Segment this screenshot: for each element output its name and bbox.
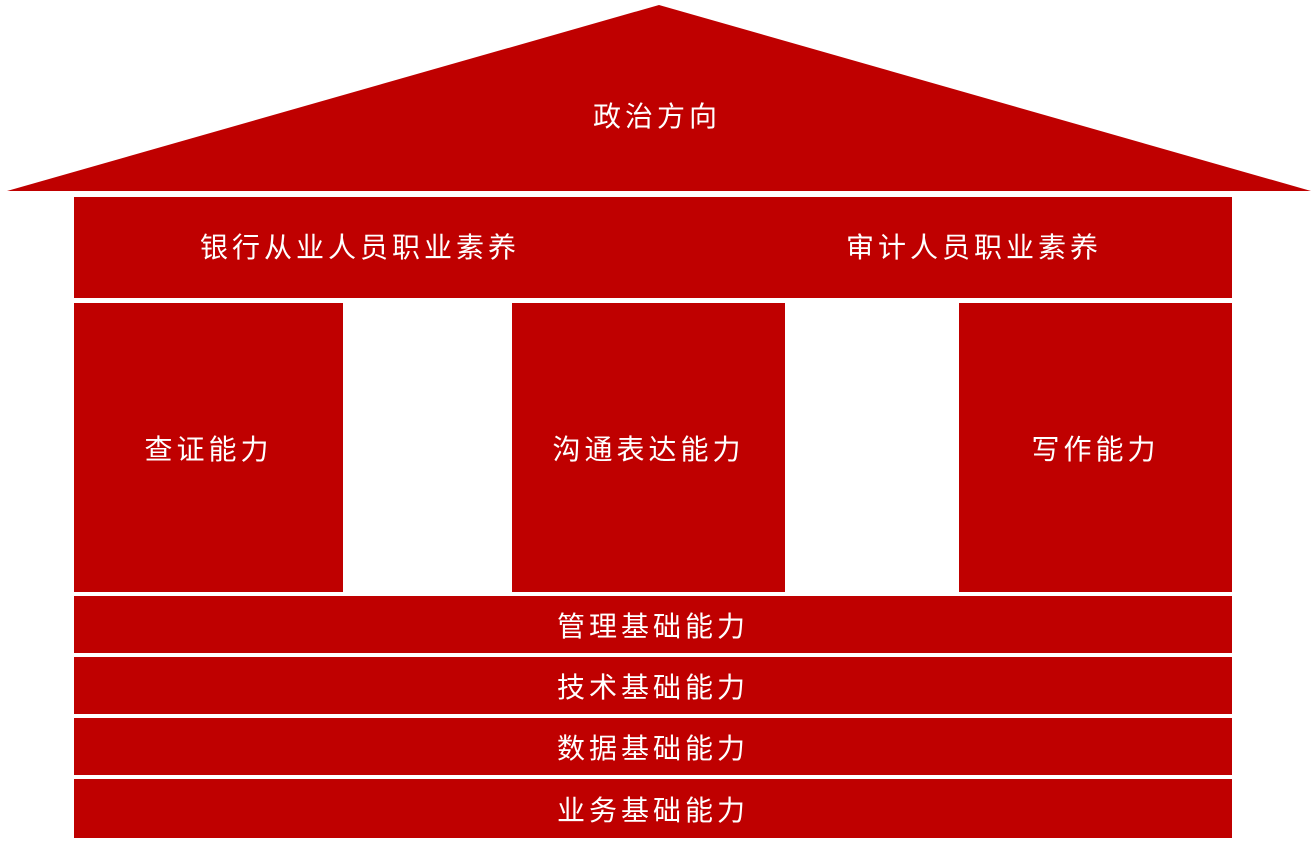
foundation-technology: 技术基础能力 [74, 657, 1232, 714]
pillar-center-label: 沟通表达能力 [552, 432, 745, 466]
pillar-right: 写作能力 [959, 303, 1232, 592]
beam-block: 银行从业人员职业素养 审计人员职业素养 [74, 197, 1232, 298]
foundation-data-label: 数据基础能力 [556, 731, 749, 765]
foundation-business-label: 业务基础能力 [556, 793, 749, 827]
foundation-management-label: 管理基础能力 [556, 609, 749, 643]
pillar-center: 沟通表达能力 [512, 303, 785, 592]
beam-left-label: 银行从业人员职业素养 [200, 231, 521, 264]
pillar-left: 查证能力 [74, 303, 343, 592]
roof-triangle [7, 5, 1311, 191]
pillar-left-label: 查证能力 [144, 432, 273, 466]
foundation-data: 数据基础能力 [74, 718, 1232, 775]
foundation-technology-label: 技术基础能力 [556, 670, 749, 704]
roof-label: 政治方向 [592, 100, 721, 133]
foundation-business: 业务基础能力 [74, 779, 1232, 838]
beam-right-label: 审计人员职业素养 [846, 231, 1103, 264]
pillar-right-label: 写作能力 [1031, 432, 1160, 466]
foundation-management: 管理基础能力 [74, 596, 1232, 653]
roof-shape [7, 5, 1311, 191]
